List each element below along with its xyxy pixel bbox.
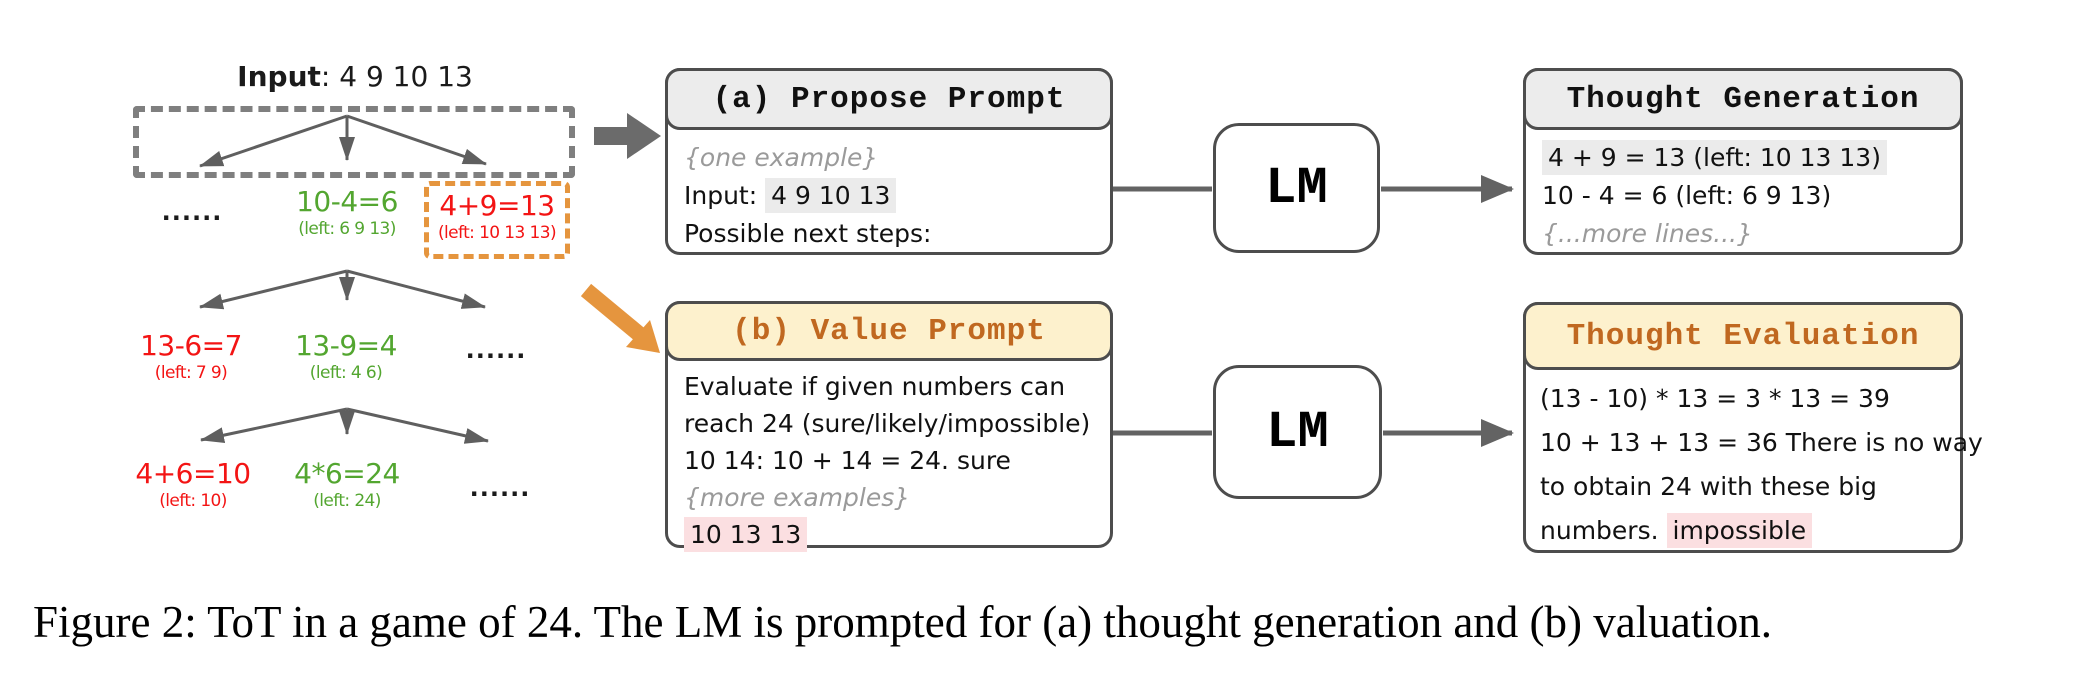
tree-node-13-9-4: 13-9=4 (left: 4 6) — [295, 329, 397, 384]
generation-line-1-highlight: 4 + 9 = 13 (left: 10 13 13) — [1542, 140, 1887, 175]
tree-node-4-9-13-selected: 4+9=13 (left: 10 13 13) — [424, 181, 570, 259]
root-expansion-dashed-box — [133, 106, 575, 178]
evaluation-line-4: numbers. impossible — [1540, 509, 1945, 553]
value-prompt-body: Evaluate if given numbers can reach 24 (… — [668, 361, 1110, 552]
tree-node-13-6-7: 13-6=7 (left: 7 9) — [140, 329, 242, 384]
value-line-more-examples: {more examples} — [684, 483, 911, 512]
tree-node-4-6-10: 4+6=10 (left: 10) — [135, 457, 251, 512]
propose-prompt-box: (a) Propose Prompt {one example} Input: … — [665, 68, 1113, 255]
propose-line-input: Input: 4 9 10 13 — [684, 177, 1095, 215]
propose-prompt-body: {one example} Input: 4 9 10 13 Possible … — [668, 130, 1110, 252]
thought-evaluation-body: (13 - 10) * 13 = 3 * 13 = 39 10 + 13 + 1… — [1526, 370, 1983, 553]
input-numbers-highlight: 4 9 10 13 — [765, 178, 897, 213]
thought-generation-box: Thought Generation 4 + 9 = 13 (left: 10 … — [1523, 68, 1963, 255]
generation-line-2: 10 - 4 = 6 (left: 6 9 13) — [1542, 181, 1832, 210]
value-prompt-box: (b) Value Prompt Evaluate if given numbe… — [665, 301, 1113, 552]
value-line-1: Evaluate if given numbers can — [684, 372, 1066, 401]
propose-line-next-steps: Possible next steps: — [684, 219, 932, 248]
value-line-2: reach 24 (sure/likely/impossible) — [684, 409, 1091, 438]
input-word: Input — [237, 60, 321, 93]
lm-box-bottom: LM — [1213, 365, 1382, 499]
tree-node-10-4-6: 10-4=6 (left: 6 9 13) — [296, 185, 398, 240]
thought-generation-body: 4 + 9 = 13 (left: 10 13 13) 10 - 4 = 6 (… — [1526, 130, 1960, 252]
value-line-5: 10 13 13 — [684, 516, 1095, 553]
figure-caption: Figure 2: ToT in a game of 24. The LM is… — [33, 597, 1772, 647]
thought-evaluation-box: Thought Evaluation (13 - 10) * 13 = 3 * … — [1523, 302, 1983, 553]
tree-node-4x6-24: 4*6=24 (left: 24) — [294, 457, 400, 512]
tree-ellipsis-level1: ...... — [161, 198, 223, 226]
lm-box-top: LM — [1213, 123, 1380, 253]
impossible-highlight: impossible — [1666, 513, 1813, 548]
value-numbers-highlight: 10 13 13 — [684, 517, 808, 552]
evaluation-line-2: 10 + 13 + 13 = 36 There is no way — [1540, 428, 1983, 457]
generation-line-more: {...more lines...} — [1542, 219, 1753, 248]
evaluation-line-1: (13 - 10) * 13 = 3 * 13 = 39 — [1540, 384, 1890, 413]
tree-input-label: Input: 4 9 10 13 — [237, 60, 473, 93]
input-numbers: : 4 9 10 13 — [320, 60, 473, 93]
propose-prompt-header: (a) Propose Prompt — [665, 68, 1113, 130]
value-line-3: 10 14: 10 + 14 = 24. sure — [684, 446, 1011, 475]
tree-to-propose-arrow — [594, 113, 661, 159]
thought-evaluation-header: Thought Evaluation — [1523, 302, 1963, 370]
tree-ellipsis-level2: ...... — [465, 336, 527, 364]
value-prompt-header: (b) Value Prompt — [665, 301, 1113, 361]
propose-line-one-example: {one example} — [684, 143, 879, 172]
node-to-value-arrow — [580, 283, 660, 353]
generation-line-1: 4 + 9 = 13 (left: 10 13 13) — [1542, 139, 1945, 177]
tree-ellipsis-level3: ...... — [469, 474, 531, 502]
evaluation-line-3: to obtain 24 with these big — [1540, 472, 1877, 501]
thought-generation-header: Thought Generation — [1523, 68, 1963, 130]
